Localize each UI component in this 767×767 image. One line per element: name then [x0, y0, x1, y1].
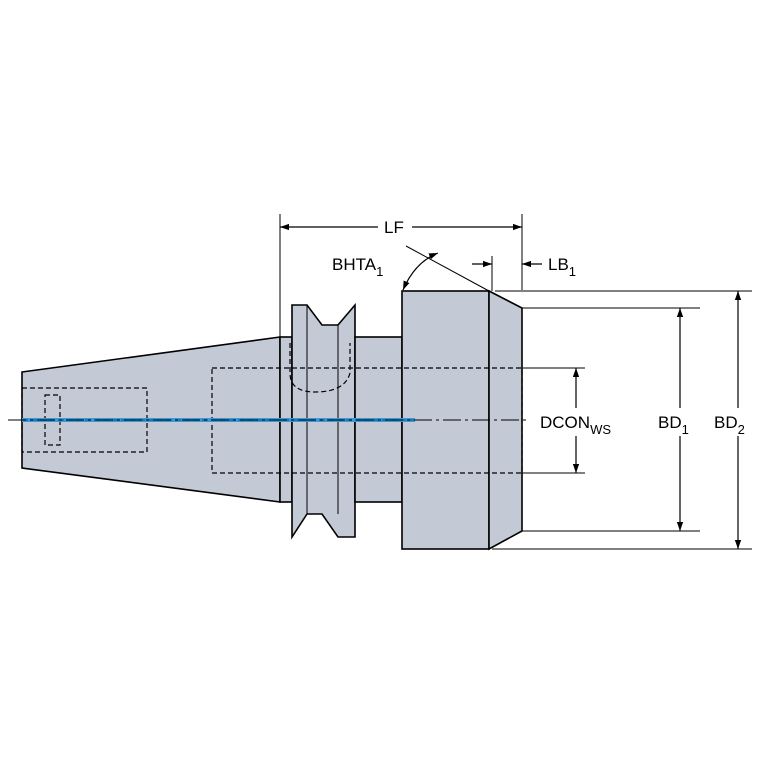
bhta-label: BHTA1	[332, 255, 383, 279]
dimension-bhta: BHTA1	[332, 245, 490, 292]
lf-label: LF	[384, 218, 404, 237]
lb-label: LB1	[548, 255, 576, 279]
drive-slot	[289, 343, 351, 393]
dimension-dcon: DCONWS	[522, 367, 645, 474]
dimension-lf: LF	[279, 214, 523, 337]
dimension-bd1: BD1	[522, 307, 704, 532]
dcon-label: DCONWS	[540, 413, 611, 437]
dimension-lb: LB1	[472, 255, 576, 291]
dimension-bd2: BD2	[492, 290, 762, 550]
holder-body	[21, 289, 523, 551]
bd1-label: BD1	[658, 413, 689, 437]
bd2-label: BD2	[714, 413, 745, 437]
